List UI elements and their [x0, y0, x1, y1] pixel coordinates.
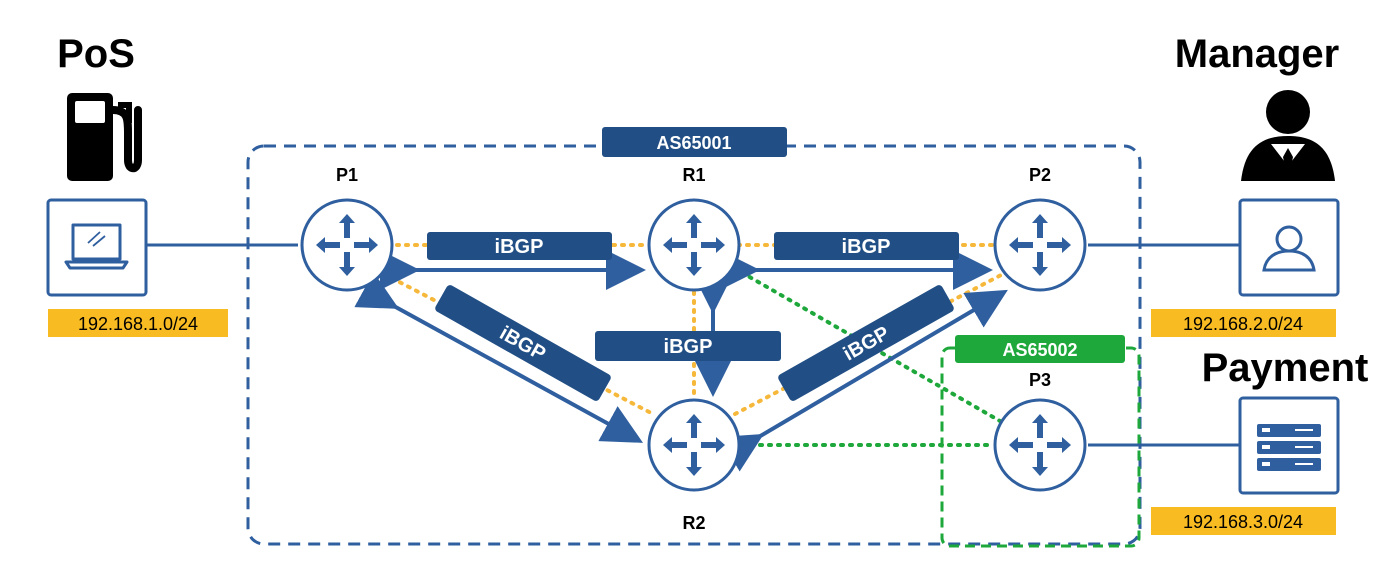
laptop-endpoint[interactable] [46, 198, 148, 297]
router-icon [1009, 214, 1071, 276]
router-r2-label: R2 [682, 513, 705, 533]
router-icon [663, 414, 725, 476]
router-p1-label: P1 [336, 165, 358, 185]
ibgp-r1-p2-text: iBGP [842, 236, 891, 258]
businessman-icon [1241, 90, 1335, 181]
router-p3-label: P3 [1029, 370, 1051, 390]
payment-subnet-badge: 192.168.3.0/24 [1151, 507, 1336, 535]
laptop-icon [64, 223, 129, 270]
as65001-badge: AS65001 [602, 127, 787, 157]
router-r1-label: R1 [682, 165, 705, 185]
fuel-pump-icon [67, 93, 142, 181]
manager-subnet-badge: 192.168.2.0/24 [1151, 309, 1336, 337]
server-icon [1257, 424, 1321, 471]
as65001-label: AS65001 [656, 133, 731, 153]
router-p2[interactable] [993, 198, 1087, 292]
ibgp-label-r1-p2: iBGP [774, 232, 959, 260]
router-r1[interactable] [647, 198, 741, 292]
manager-subnet-label: 192.168.2.0/24 [1183, 314, 1303, 334]
ibgp-label-r1-r2: iBGP [595, 331, 781, 361]
payment-subnet-label: 192.168.3.0/24 [1183, 512, 1303, 532]
ibgp-label-p2-r2: iBGP [778, 285, 954, 401]
router-p3[interactable] [993, 398, 1087, 492]
as65002-label: AS65002 [1002, 340, 1077, 360]
ibgp-label-p1-r1: iBGP [427, 232, 612, 260]
ibgp-p1-r1-text: iBGP [495, 236, 544, 258]
payment-title: Payment [1202, 346, 1369, 390]
manager-title: Manager [1175, 32, 1340, 76]
pos-subnet-badge: 192.168.1.0/24 [48, 309, 228, 337]
router-p2-label: P2 [1029, 165, 1051, 185]
router-p1[interactable] [300, 198, 394, 292]
router-r2[interactable] [647, 398, 741, 492]
manager-endpoint[interactable] [1238, 198, 1340, 297]
payment-endpoint[interactable] [1238, 396, 1340, 495]
pos-title: PoS [57, 32, 135, 76]
pos-subnet-label: 192.168.1.0/24 [78, 314, 198, 334]
ibgp-r1-r2-text: iBGP [664, 336, 713, 358]
router-icon [316, 214, 378, 276]
as65002-badge: AS65002 [955, 335, 1125, 363]
router-icon [1009, 414, 1071, 476]
user-icon [1262, 225, 1316, 272]
router-icon [663, 214, 725, 276]
